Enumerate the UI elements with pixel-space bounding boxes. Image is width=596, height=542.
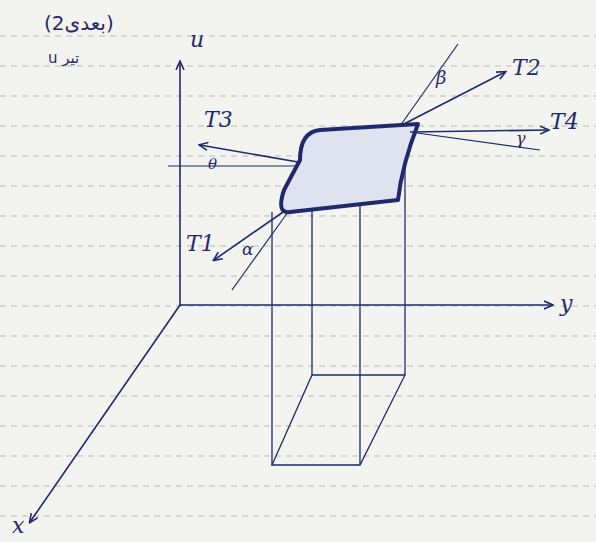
reference-lines	[168, 44, 540, 290]
tension-label: T3	[204, 108, 233, 132]
axes	[30, 62, 552, 522]
angle-label: β	[436, 68, 446, 88]
axis-label: y	[560, 292, 572, 316]
axis-note: u تیر	[48, 50, 79, 67]
angle-label: α	[242, 240, 253, 259]
tension-label: T4	[550, 110, 579, 134]
tension-label: T2	[512, 56, 541, 80]
membrane-element	[281, 124, 418, 212]
axis-label: x	[12, 514, 24, 538]
notebook-lines	[0, 36, 596, 516]
angle-label: θ	[208, 156, 217, 173]
tension-arrows	[200, 72, 548, 260]
heading-note: (2بعدی)	[44, 12, 114, 34]
tension-label: T1	[186, 232, 215, 256]
axis-label: u	[190, 28, 204, 52]
angle-label: γ	[516, 130, 526, 148]
